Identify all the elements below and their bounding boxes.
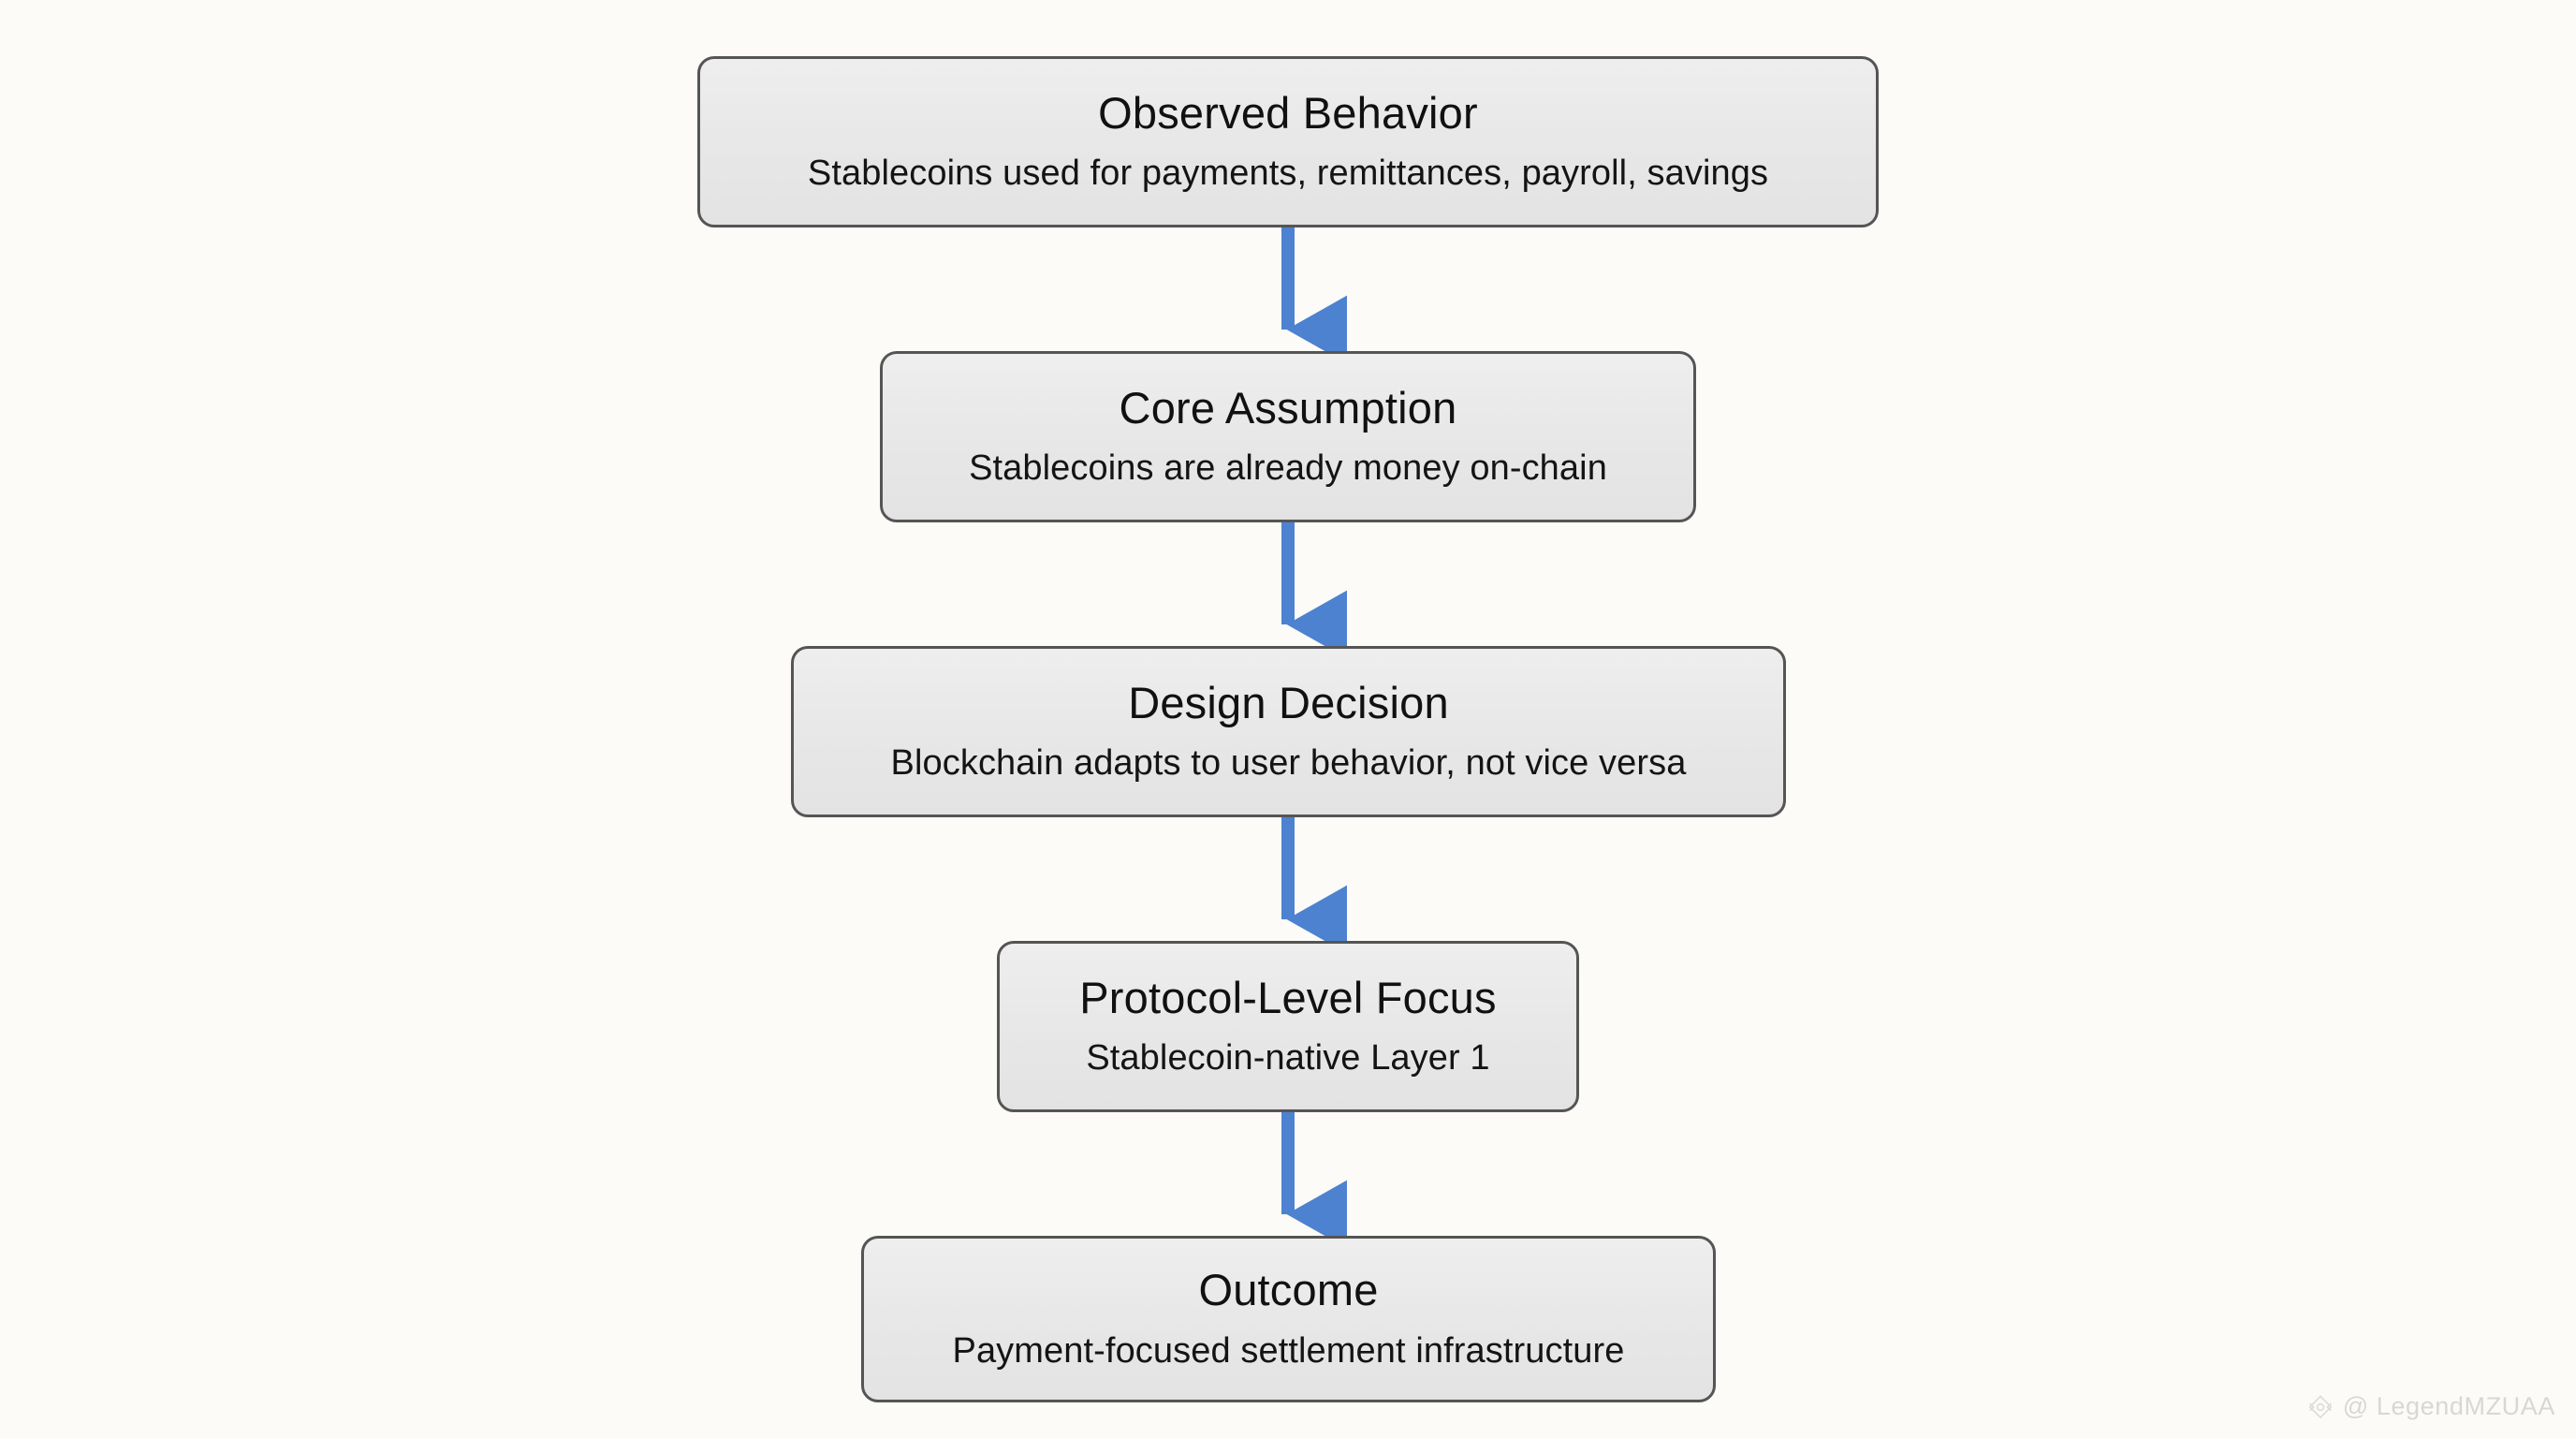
node-title: Outcome — [1198, 1265, 1379, 1315]
node-subtitle: Stablecoin-native Layer 1 — [1086, 1038, 1490, 1078]
node-protocol-focus[interactable]: Protocol-Level Focus Stablecoin-native L… — [997, 941, 1579, 1112]
node-subtitle: Blockchain adapts to user behavior, not … — [890, 743, 1687, 784]
node-outcome[interactable]: Outcome Payment-focused settlement infra… — [861, 1236, 1716, 1402]
diamond-logo-icon — [2306, 1393, 2334, 1421]
node-observed-behavior[interactable]: Observed Behavior Stablecoins used for p… — [697, 56, 1879, 227]
node-title: Protocol-Level Focus — [1079, 972, 1497, 1022]
node-title: Design Decision — [1128, 677, 1449, 727]
node-title: Observed Behavior — [1098, 87, 1478, 138]
node-subtitle: Payment-focused settlement infrastructur… — [952, 1330, 1625, 1371]
node-subtitle: Stablecoins are already money on-chain — [969, 448, 1607, 489]
watermark: @ LegendMZUAA — [2306, 1392, 2555, 1421]
node-subtitle: Stablecoins used for payments, remittanc… — [807, 154, 1769, 194]
watermark-text: @ LegendMZUAA — [2342, 1392, 2555, 1420]
node-core-assumption[interactable]: Core Assumption Stablecoins are already … — [880, 351, 1696, 522]
node-design-decision[interactable]: Design Decision Blockchain adapts to use… — [791, 646, 1786, 817]
node-title: Core Assumption — [1119, 382, 1457, 433]
